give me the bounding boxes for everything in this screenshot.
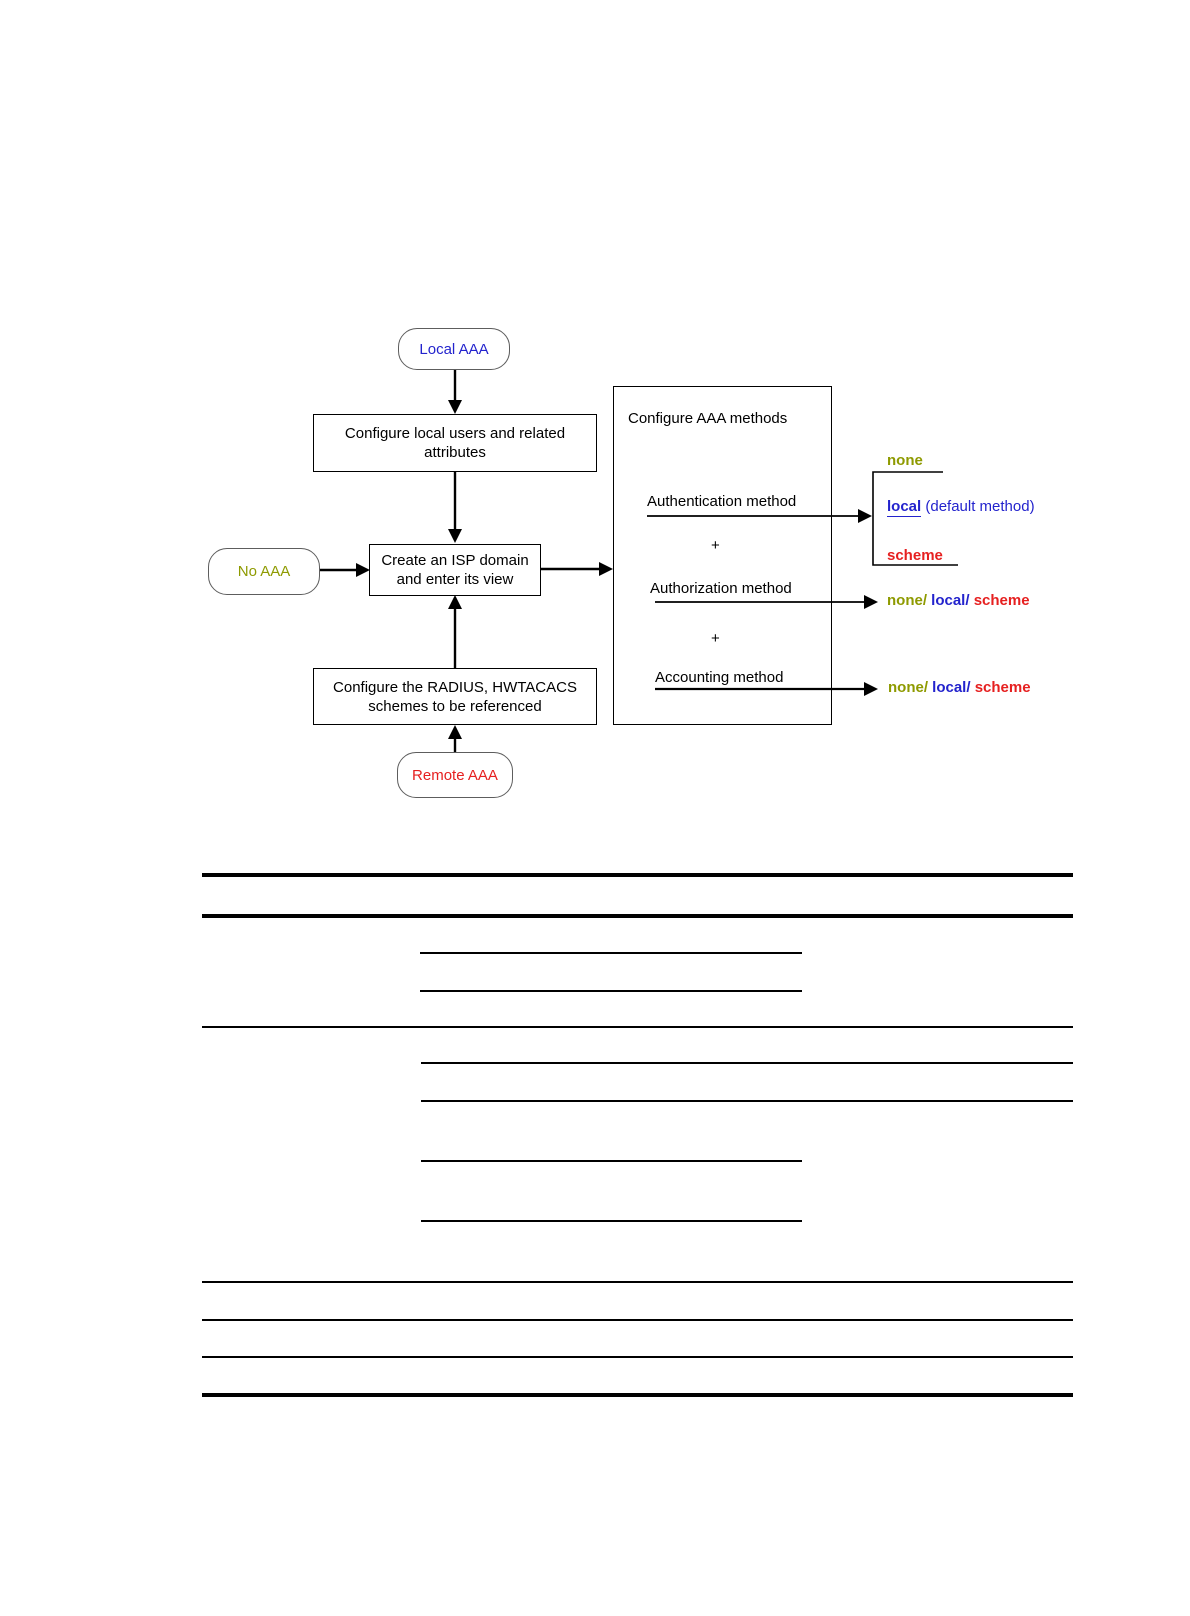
plus-sign-2: +	[711, 630, 720, 647]
authorization-option-scheme: scheme	[969, 592, 1030, 609]
option-local-default: local (default method)	[887, 498, 1035, 517]
no-aaa-label: No AAA	[237, 563, 291, 580]
remote-aaa-label: Remote AAA	[412, 766, 498, 784]
configure-schemes-label: Configure the RADIUS, HWTACACS schemes t…	[333, 678, 577, 715]
authentication-method-label: Authentication method	[647, 493, 797, 510]
option-local-default-suffix: (default method)	[921, 498, 1035, 515]
table-cell-underline-4	[421, 1100, 1073, 1102]
table-row-separator-2	[202, 1281, 1073, 1283]
arrow-isp-domain-to-aaa-methods	[541, 562, 613, 576]
process-create-isp-domain: Create an ISP domain and enter its view	[369, 544, 541, 596]
table-cell-underline-6	[421, 1220, 802, 1222]
option-local: local	[887, 498, 922, 517]
create-isp-domain-label: Create an ISP domain and enter its view	[381, 552, 529, 588]
start-node-remote-aaa: Remote AAA	[397, 752, 513, 798]
table-cell-underline-2	[420, 990, 802, 992]
table-header-separator	[202, 914, 1073, 918]
authorization-options-row: none/ local/ scheme	[887, 592, 1030, 609]
accounting-option-scheme: scheme	[970, 679, 1031, 696]
accounting-option-none: none/	[888, 679, 928, 696]
arrow-schemes-to-isp-domain	[448, 595, 462, 668]
option-scheme: scheme	[887, 547, 943, 564]
authorization-option-none: none/	[887, 592, 927, 609]
table-row-separator-4	[202, 1356, 1073, 1358]
process-configure-schemes: Configure the RADIUS, HWTACACS schemes t…	[313, 668, 597, 725]
authorization-method-label: Authorization method	[650, 580, 792, 597]
aaa-methods-title: Configure AAA methods	[628, 410, 788, 427]
arrow-remote-aaa-to-schemes	[448, 725, 462, 752]
accounting-method-label: Accounting method	[655, 669, 784, 686]
plus-sign-1: +	[711, 537, 720, 554]
arrow-no-aaa-to-isp-domain	[320, 563, 370, 577]
start-node-no-aaa: No AAA	[208, 548, 320, 595]
table-bottom-border	[202, 1393, 1073, 1397]
configure-local-users-label: Configure local users and related attrib…	[344, 425, 566, 461]
table-cell-underline-1	[420, 952, 802, 954]
arrow-configure-users-to-isp-domain	[448, 472, 462, 543]
process-configure-local-users: Configure local users and related attrib…	[313, 414, 597, 472]
start-node-local-aaa: Local AAA	[398, 328, 510, 370]
arrow-local-aaa-to-configure-users	[448, 370, 462, 414]
option-none: none	[887, 452, 923, 469]
authorization-option-local: local/	[927, 592, 970, 609]
table-row-separator-3	[202, 1319, 1073, 1321]
aaa-methods-box	[613, 386, 832, 725]
table-cell-underline-5	[421, 1160, 802, 1162]
local-aaa-label: Local AAA	[419, 340, 489, 358]
accounting-option-local: local/	[928, 679, 971, 696]
table-row-separator-1	[202, 1026, 1073, 1028]
table-top-border	[202, 873, 1073, 877]
accounting-options-row: none/ local/ scheme	[888, 679, 1031, 696]
table-cell-underline-3	[421, 1062, 1073, 1064]
